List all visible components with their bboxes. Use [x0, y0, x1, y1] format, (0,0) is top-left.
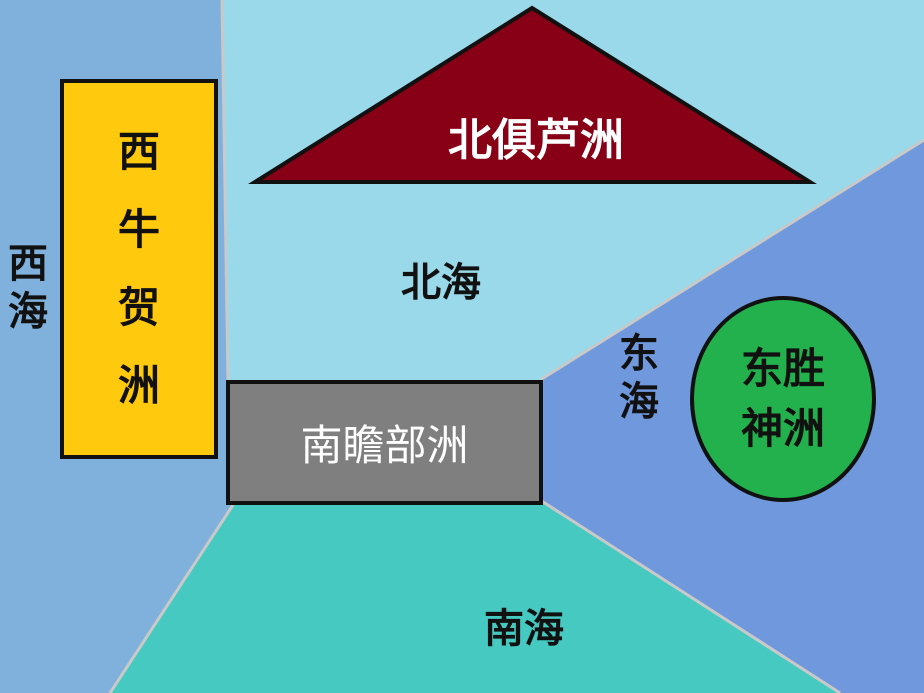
- west-sea-char: 海: [8, 289, 48, 335]
- west-continent-char: 牛: [117, 205, 160, 254]
- north-continent-label: 北俱芦洲: [448, 115, 624, 166]
- west-sea-char: 西: [8, 241, 48, 287]
- south-continent-box: 南瞻部洲: [226, 380, 543, 505]
- east-sea-char: 东: [619, 331, 659, 377]
- west-continent-char: 洲: [117, 361, 160, 410]
- east-sea-label: 东 海: [614, 330, 664, 426]
- east-sea-char: 海: [619, 379, 659, 425]
- sea-boundary-ne: [539, 138, 924, 382]
- west-continent-char: 贺: [117, 283, 160, 332]
- north-continent-shape: [248, 5, 817, 184]
- south-sea-label: 南海: [484, 606, 564, 652]
- east-continent-line: 神洲: [740, 404, 825, 453]
- sea-boundary-nw: [220, 0, 230, 381]
- sea-boundary-sw: [108, 504, 235, 693]
- west-sea-label: 西 海: [4, 240, 52, 336]
- north-sea-label: 北海: [401, 260, 481, 306]
- south-continent-label: 南瞻部洲: [300, 421, 469, 470]
- west-continent-box: 西 牛 贺 洲: [60, 79, 218, 459]
- east-continent-line: 东胜: [740, 344, 825, 393]
- south-sea-region: [110, 500, 840, 693]
- sea-boundary-se: [539, 498, 841, 693]
- west-continent-char: 西: [117, 127, 160, 176]
- east-continent-circle: 东胜 神洲: [690, 296, 876, 502]
